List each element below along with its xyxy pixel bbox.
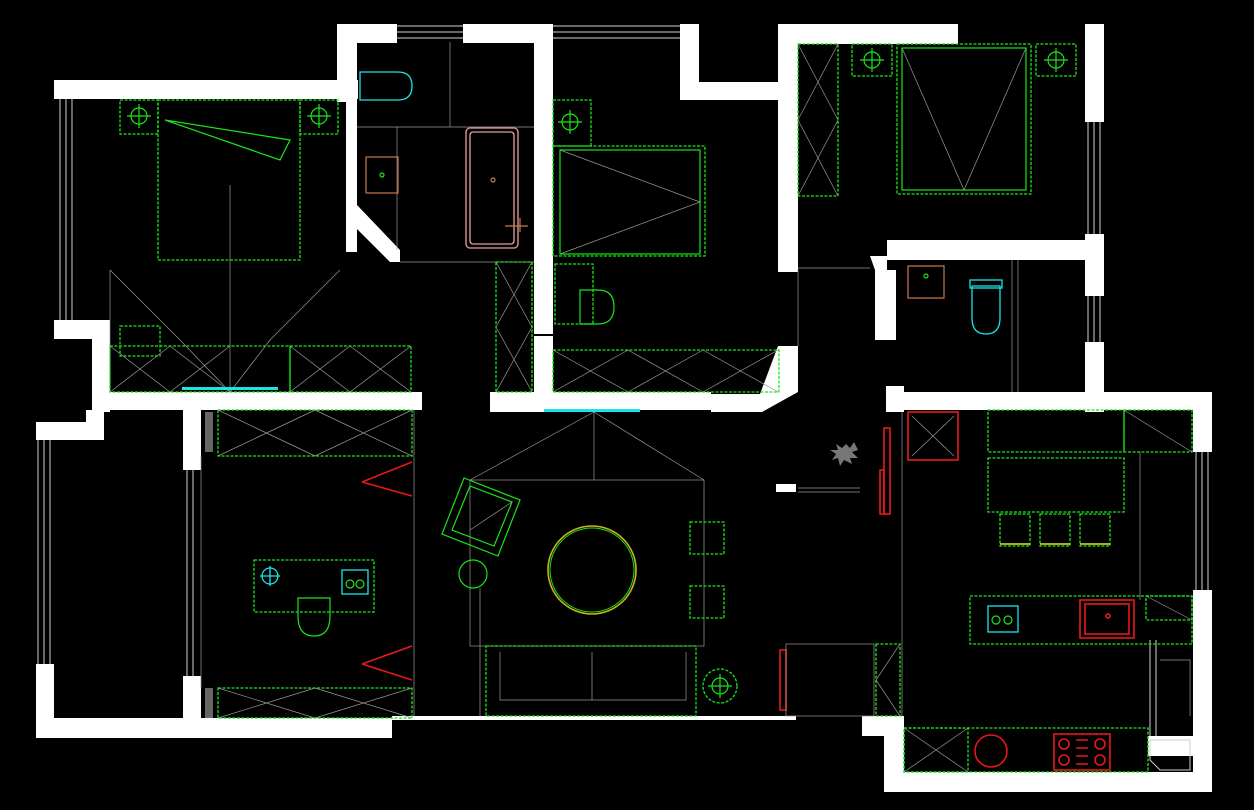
bedroom-3 [797, 43, 1077, 197]
armchair [441, 477, 521, 557]
side-table [458, 559, 488, 589]
bedroom-2 [552, 99, 780, 393]
plant-icon [830, 442, 858, 466]
dining-table [987, 457, 1125, 513]
stool-2 [689, 585, 725, 619]
fridge-icon [907, 411, 959, 461]
desk-icon [253, 559, 375, 613]
nightstand-right [299, 99, 339, 135]
master-bathroom [357, 42, 534, 393]
round-coffee-table [547, 525, 637, 615]
toilet-icon [359, 71, 413, 101]
stove-icon [1053, 733, 1111, 771]
cooktop-icon [987, 605, 1019, 633]
wardrobe-2 [289, 345, 412, 393]
sink-icon [365, 156, 399, 194]
trash-icon [974, 734, 1008, 768]
door-swing [361, 461, 413, 497]
kitchen-island [969, 595, 1193, 645]
toilet-icon [971, 285, 1001, 335]
chair [119, 325, 161, 357]
wardrobe [797, 43, 839, 197]
bathtub-icon [465, 127, 519, 249]
double-bed-icon [552, 145, 706, 257]
study [200, 409, 415, 719]
stool-1 [689, 521, 725, 555]
master-bedroom [109, 99, 412, 393]
bookshelf-2 [217, 687, 413, 719]
living-room [441, 409, 875, 717]
bookshelf [217, 409, 413, 457]
base-cabinet [903, 727, 1149, 773]
entrance [798, 427, 901, 717]
sink-icon [1079, 599, 1135, 639]
sink-icon [907, 265, 945, 299]
shoe-cabinet [883, 427, 891, 515]
chair [297, 597, 331, 637]
door-swing-3 [1149, 739, 1191, 771]
wardrobe-corridor [495, 261, 533, 393]
walls [36, 24, 1212, 792]
desk [554, 263, 594, 325]
chair [579, 289, 615, 325]
nightstand-left [119, 99, 159, 135]
double-bed-icon [896, 43, 1032, 195]
sofa-icon [485, 645, 697, 717]
door-swing-2 [361, 645, 413, 681]
guest-bathroom [797, 260, 1019, 392]
wardrobe [552, 349, 780, 393]
double-bed-icon [157, 99, 301, 261]
dining-kitchen [901, 409, 1193, 773]
upper-cabinet [987, 409, 1125, 453]
floor-lamp-icon [702, 668, 738, 704]
windows [37, 25, 1209, 736]
